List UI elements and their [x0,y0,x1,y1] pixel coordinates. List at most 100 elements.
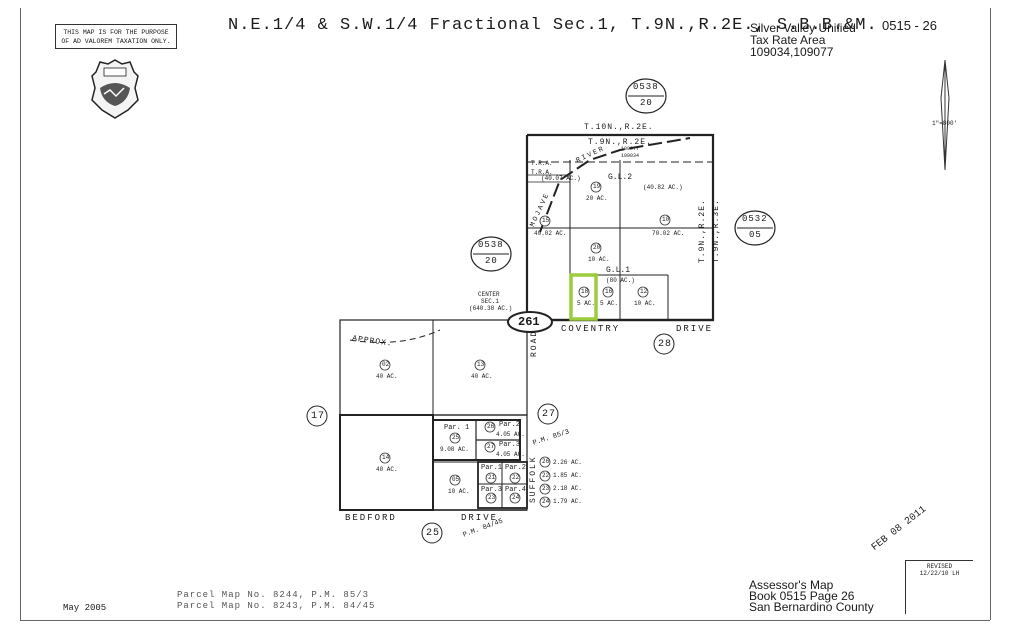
revised-value: 12/22/10 LH [919,570,960,577]
tra-label-a: T.R.A. [531,160,553,167]
small-parcel-24: 24 [512,494,520,501]
parcel-map-list: Parcel Map No. 8244, P.M. 85/3 Parcel Ma… [177,590,375,612]
small-parcel-21: 21 [488,474,496,481]
small-area-27: 4.05 AC. [496,451,525,458]
adjacent-book-1: 0538 [633,82,659,92]
parcel-num-05: 05 [452,476,460,483]
parcel-area-05: 10 AC. [448,488,470,495]
parcel-num-18: 18 [581,288,589,295]
gov-lot-2: G.L.2 [608,173,633,182]
parcel-num-14: 14 [382,454,390,461]
parcel-num-15: 15 [542,217,550,224]
parcel-area-02: 40 AC. [376,373,398,380]
disclaimer-line-2: OF AD VALOREM TAXATION ONLY. [61,38,171,45]
assessor-block: Assessor's Map Book 0515 Page 26 San Ber… [749,578,874,614]
road-suffolk: SUFFOLK [529,455,538,503]
parcel-area-18: 5 AC. [577,300,596,307]
parcel-area-10: 70.02 AC. [652,230,685,237]
section-bubble-17: 17 [311,411,326,422]
road-bedford: BEDFORD [345,513,397,523]
assessor-line-1: Assessor's Map [749,578,834,592]
assessor-line-2: Book 0515 Page 26 [749,589,855,603]
tra-code-b: 109034 [621,153,640,159]
road-road: ROAD [530,329,539,357]
revised-label: REVISED [926,563,953,570]
par-1b-label: Par.1 [481,464,503,472]
small-parcel-22: 22 [512,474,520,481]
parcel-num-10: 10 [662,216,670,223]
highway-261: 261 [518,315,540,329]
parcel-num-13: 13 [477,361,485,368]
parcel-area-12: 10 AC. [634,300,656,307]
center-label-1: CENTER [478,291,500,298]
parcel-area-14: 40 AC. [376,466,398,473]
center-label-2: SEC.1 [481,298,500,305]
left-border [20,8,21,620]
small-parcel-27: 27 [487,443,495,450]
par-2-label: Par.2 [499,421,521,429]
adjacent-page-1: 20 [640,98,653,108]
small-area-24: 1.79 AC. [553,498,582,505]
section-bubble-25: 25 [426,528,441,539]
disclaimer-line-1: THIS MAP IS FOR THE PURPOSE [63,29,169,36]
tax-rate-area-block: Silver Valley Unified Tax Rate Area 1090… [750,22,856,58]
small-parcel-23: 23 [488,494,496,501]
township-label-south: T.9N.,R.2E. [588,138,652,147]
parcel-area-20: 10 AC. [588,256,610,263]
parcel-area-16: 5 AC. [600,300,619,307]
parcel-map-line-1: Parcel Map No. 8244, P.M. 85/3 [177,590,370,600]
gov-lot-1: G.L.1 [606,266,631,275]
small-area-22: 1.85 AC. [553,472,582,479]
road-drive-bottom: DRIVE [461,513,499,523]
adjacent-page-3: 05 [749,230,762,240]
book-page-number: 0515 - 26 [882,18,937,33]
tax-rate-area-codes: 109034,109077 [750,45,834,59]
adjacent-book-2: 0538 [478,240,504,250]
par-4b-label: Par.4 [505,486,527,494]
parcel-num-19: 19 [593,183,601,190]
center-label-3: (640.38 AC.) [469,305,513,312]
assessor-line-3: San Bernardino County [749,600,874,614]
par-3b-label: Par.3 [481,486,503,494]
parcel-area-25: 9.08 AC. [440,446,469,453]
tra-code-a: 109077 [621,146,640,152]
gov-lot-left-area: (40.07 AC.) [541,175,581,182]
parcel-num-20: 20 [593,244,601,251]
parcel-num-16: 16 [605,288,613,295]
side-parcel-22: 22 [542,472,550,479]
par-3-label: Par.3 [499,441,521,449]
parcel-num-12: 12 [640,288,648,295]
map-date: May 2005 [63,603,107,613]
section-bubble-28: 28 [658,339,673,350]
township-label-east-b: T.9N.,R.3E. [712,199,721,263]
scale-label: 1"=800' [932,120,958,127]
parcel-map-line-2: Parcel Map No. 8243, P.M. 84/45 [177,601,376,611]
road-drive-top: DRIVE [676,324,714,334]
par-1-label: Par. 1 [444,424,470,432]
gov-lot-1-area: (80 AC.) [606,277,635,284]
school-district: Silver Valley Unified [750,21,856,35]
small-area-21: 2.26 AC. [553,459,582,466]
side-parcel-26: 26 [542,458,550,465]
par-2b-label: Par.2 [505,464,527,472]
small-area-26: 4.05 AC. [496,431,525,438]
parcel-area-13: 40 AC. [471,373,493,380]
map-title: N.E.1/4 & S.W.1/4 Fractional Sec.1, T.9N… [228,16,878,35]
north-arrow-icon [940,59,950,171]
revised-box: REVISED 12/22/10 LH [905,560,973,614]
parcel-num-25: 25 [452,434,460,441]
side-parcel-24: 24 [542,498,550,505]
gov-lot-2-area: (40.82 AC.) [643,184,683,191]
tax-rate-area-label: Tax Rate Area [750,33,826,47]
parcel-area-15: 40.02 AC. [534,230,567,237]
small-area-23: 2.18 AC. [553,485,582,492]
disclaimer-box: THIS MAP IS FOR THE PURPOSE OF AD VALORE… [55,24,177,49]
township-label-east-a: T.9N.,R.2E. [698,199,707,263]
side-parcel-23: 23 [542,485,550,492]
road-coventry: COVENTRY [561,324,621,334]
adjacent-book-3: 0532 [742,214,768,224]
small-parcel-26: 26 [487,423,495,430]
bottom-border [20,620,990,621]
